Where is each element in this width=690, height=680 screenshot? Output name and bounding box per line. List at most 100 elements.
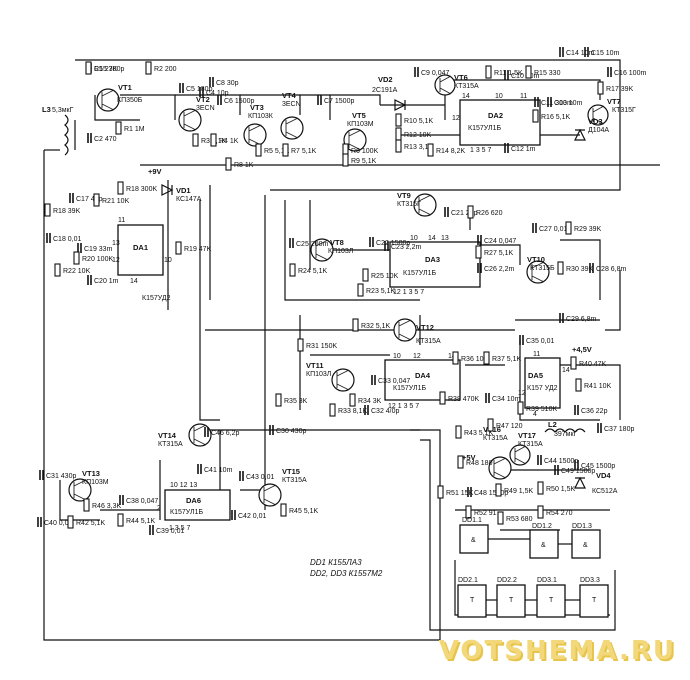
svg-text:12: 12 (112, 257, 120, 264)
passive-label: C16 100m (614, 70, 646, 77)
diode-VD4: VD4 КС512А (574, 471, 618, 495)
capacitor-C39: C39 0,01 (149, 525, 185, 535)
passive-label: C33 0,047 (378, 378, 410, 385)
label-VT15: VT15 (282, 467, 300, 476)
diodes: VD1 КС147А VD2 2С191А VD3 Д104А VD4 КС51… (161, 75, 618, 495)
capacitor-C21: C21 22p (444, 207, 478, 217)
passive-label: R43 5,1K (464, 430, 494, 437)
passive-label: R51 15K (446, 490, 474, 497)
ic-DA2-type: К157УЛ1Б (468, 125, 501, 132)
label-VD3: VD3 (588, 117, 603, 126)
resistor-R15: R15 330 (525, 65, 561, 79)
transistor-VT1: VT1 КП350Б (96, 83, 143, 112)
capacitor-C42: C42 0,01 (231, 510, 267, 520)
passive-label: R47 120 (496, 423, 523, 430)
passive-label: R12 10K (404, 132, 432, 139)
resistor-R40: R40 47K (570, 356, 607, 370)
ic-DA4: DA4 К157УЛ1Б 10 12 14 12 1 3 5 7 (384, 353, 461, 410)
ic-DA2: DA2 К157УЛ1Б 14 10 11 12 1 3 5 7 (452, 93, 541, 154)
passive-label: R2 200 (154, 66, 177, 73)
resistor-R1: R1 1M (115, 121, 145, 135)
passive-label: R27 5,1K (484, 250, 514, 257)
capacitor-C49: C49 1500p (554, 465, 595, 475)
capacitor-C2: C2 470 (87, 133, 117, 143)
capacitor-C16: C16 100m (607, 67, 646, 77)
label-dd1-2: DD1.2 (532, 523, 552, 530)
type-VT8: КП103Л (328, 248, 354, 255)
label-dd2-1: DD2.1 (458, 577, 478, 584)
svg-text:14: 14 (428, 235, 436, 242)
passive-label: C38 0,047 (126, 498, 158, 505)
passive-label: R1 1M (124, 126, 145, 133)
passive-label: C22 1500p (376, 240, 410, 247)
type-VT6: КТ315А (454, 83, 479, 90)
passive-label: C30 430p (276, 428, 306, 435)
transistor-VT2: VT2 3ЕСN (178, 95, 215, 132)
svg-text:&: & (471, 537, 476, 544)
label-VT5: VT5 (352, 111, 366, 120)
capacitor-C23: C23 2,2m (384, 241, 422, 251)
passive-label: R14 8,2K (436, 148, 466, 155)
passive-label: C36 22p (581, 408, 608, 415)
label-VT4: VT4 (282, 91, 297, 100)
resistor-R47: R47 120 (487, 418, 523, 432)
type-VD1: КС147А (176, 196, 202, 203)
resistor-R26: R26 620 (467, 205, 503, 219)
passive-label: R16 5,1K (541, 114, 571, 121)
passive-label: C6 1500p (224, 98, 254, 105)
capacitor-C24: C24 0,047 (477, 235, 516, 245)
passive-label: R42 5,1K (76, 520, 106, 527)
label-dd1-3: DD1.3 (572, 523, 592, 530)
resistor-R9: R9 5,1K (342, 153, 377, 167)
label-VT13: VT13 (82, 469, 100, 478)
capacitor-C14: C14 10m (559, 47, 595, 57)
ic-blocks: DA1 К157УД2 11 13 12 14 10 DA2 К157УЛ1Б … (112, 93, 570, 532)
resistor-R34: R34 3K (349, 393, 382, 407)
resistor-R30: R30 39K (557, 261, 594, 275)
passive-label: R22 10K (63, 268, 91, 275)
ic-DA3: DA3 К157УЛ1Б 10 14 13 12 1 3 5 7 (389, 235, 481, 296)
capacitor-C33: C33 0,047 (371, 375, 410, 385)
passive-label: C24 0,047 (484, 238, 516, 245)
resistor-R5: R5 5,1K (255, 143, 290, 157)
svg-text:10: 10 (393, 353, 401, 360)
resistor-R8: R8 1K (225, 157, 254, 171)
svg-text:T: T (592, 597, 597, 604)
svg-text:12 1 3 5 7: 12 1 3 5 7 (388, 403, 419, 410)
svg-text:10: 10 (164, 257, 172, 264)
passive-label: R35 3K (284, 398, 308, 405)
capacitor-C15: C15 10m (584, 47, 620, 57)
passive-label: R19 47K (184, 246, 212, 253)
note-dd2: DD2, DD3 К1557М2 (310, 569, 383, 578)
capacitor-C36: C36 22p (574, 405, 608, 415)
passive-label: C17 47p (76, 196, 103, 203)
resistor-R27: R27 5,1K (475, 245, 514, 259)
resistor-R44: R44 5,1K (117, 513, 156, 527)
watermark: VOTSHEMA.RU (438, 636, 676, 666)
transistor-VT15: VT15 КТ315А (258, 467, 307, 507)
ff-DD3-3: DD3.3 T (579, 577, 609, 618)
label-VT17: VT17 (518, 431, 536, 440)
label-VT10: VT10 (527, 255, 545, 264)
passive-label: R32 5,1K (361, 323, 391, 330)
transistor-VT8: VT8 КП103Л (310, 238, 354, 262)
passive-label: R5 5,1K (264, 148, 290, 155)
capacitor-C26: C26 2,2m (477, 263, 515, 273)
transistor-VT5: VT5 КП103М (343, 111, 374, 152)
passive-label: C8 30p (216, 80, 239, 87)
passive-label: C4 10p (206, 90, 229, 97)
capacitor-C46: C46 6,2p (204, 427, 240, 437)
capacitor-C27: C27 0,01 (532, 223, 568, 233)
capacitor-C12: C12 1m (504, 143, 536, 153)
transistor-VT6: VT6 КТ315А (434, 73, 479, 96)
transistor-VT17: VT17 КТ315А (509, 431, 543, 466)
passive-label: R31 150K (306, 343, 337, 350)
label-L3: L3 (42, 105, 51, 114)
capacitor-C17: C17 47p (69, 193, 103, 203)
resistor-R50: R50 1,5K (537, 481, 576, 495)
ic-DA2-ref: DA2 (488, 111, 503, 120)
passive-label: C18 0,01 (53, 236, 82, 243)
label-VD2: VD2 (378, 75, 393, 84)
passive-label: C19 33m (84, 246, 113, 253)
resistor-R43: R43 5,1K (455, 425, 494, 439)
